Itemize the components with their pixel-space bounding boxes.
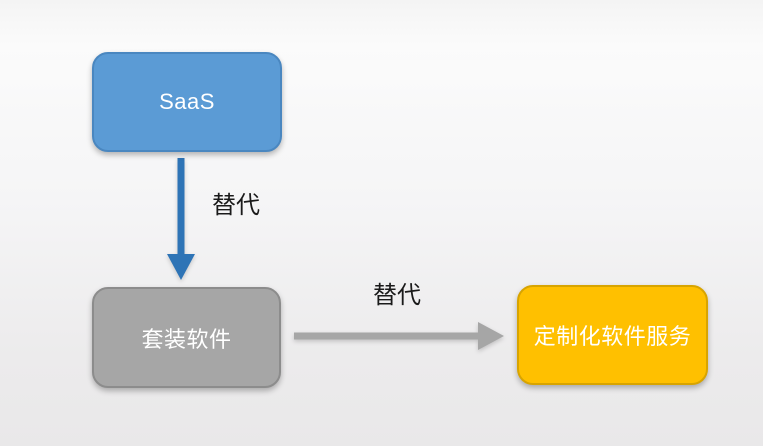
node-saas-label: SaaS	[159, 89, 215, 114]
node-saas: SaaS	[92, 52, 282, 152]
node-packaged-software: 套装软件	[92, 287, 281, 388]
edge-label-packaged-to-custom: 替代	[373, 282, 421, 309]
edge-label-saas-to-packaged: 替代	[212, 192, 260, 219]
node-customized-software-services-label: 定制化软件服务	[533, 324, 692, 349]
arrow-saas-to-packaged	[167, 158, 195, 280]
node-packaged-software-label: 套装软件	[141, 326, 232, 352]
arrow-packaged-to-custom	[294, 322, 504, 350]
node-customized-software-services: 定制化软件服务	[517, 285, 708, 385]
